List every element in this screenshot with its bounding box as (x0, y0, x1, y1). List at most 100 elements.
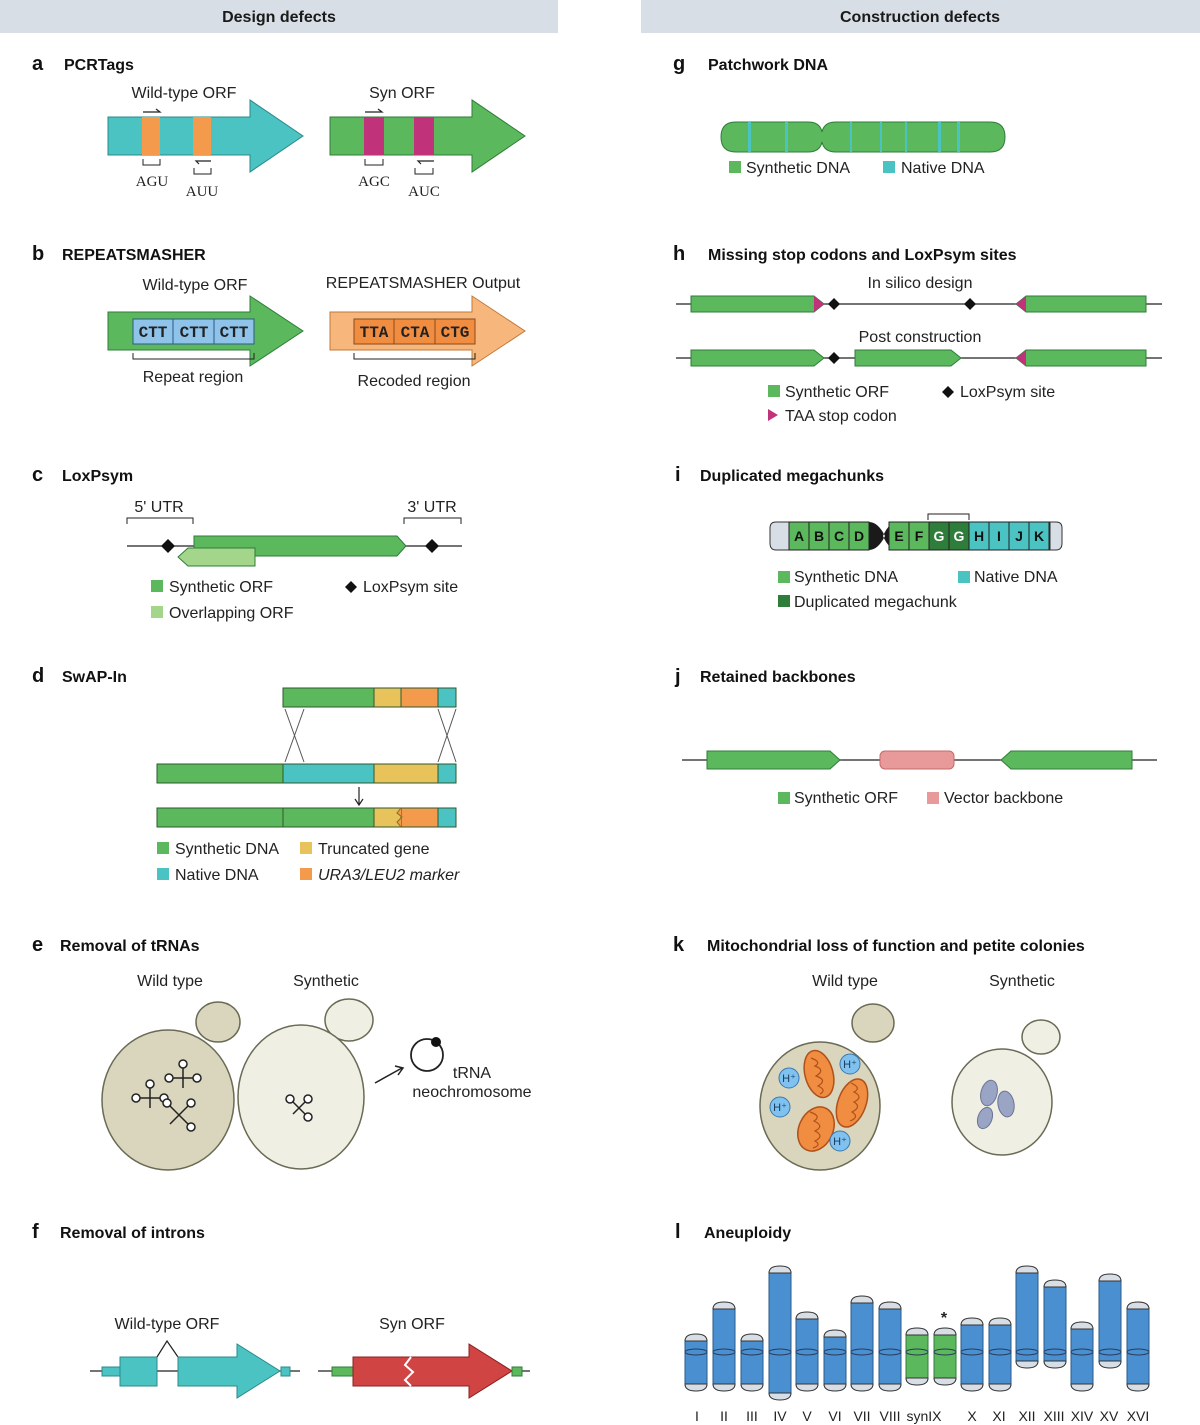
l-label-XII: XII (1018, 1408, 1035, 1424)
l-label-II: II (720, 1408, 728, 1424)
h-post-label: Post construction (859, 329, 982, 346)
header-right-bg (641, 0, 1200, 33)
i-chunk-label-7: G (954, 528, 965, 544)
h-row2-orf-2 (854, 349, 962, 367)
d-legend-trunc: Truncated gene (318, 841, 430, 858)
h-row1-stop-1 (814, 296, 824, 312)
g-legend-native: Native DNA (901, 160, 985, 177)
k-mito-1 (803, 1049, 835, 1099)
g-legend-syn-swatch (729, 161, 741, 173)
a-primer-rev-1 (194, 160, 211, 165)
l-chromosome-II (712, 1301, 736, 1392)
l-label-III: III (746, 1408, 758, 1424)
g-native-patch-1 (748, 122, 751, 152)
a-codon-agu: AGU (136, 174, 169, 190)
l-chromosome-X (960, 1317, 984, 1392)
d-legend-marker-swatch (300, 868, 312, 880)
b-repeat-codon-3: CTT (220, 324, 249, 342)
e-arrow-to-neochromosome (374, 1065, 405, 1084)
h-in-silico-label: In silico design (868, 275, 973, 292)
panel-i-title: Duplicated megachunks (700, 468, 884, 485)
l-label-VIII: VIII (879, 1408, 900, 1424)
j-legend-syn: Synthetic ORF (794, 790, 898, 807)
k-wild-type-label: Wild type (812, 973, 878, 990)
h-row2-orf-1 (690, 349, 825, 367)
l-chromosome-IV (768, 1265, 792, 1401)
h-legend-syn-swatch (768, 385, 780, 397)
k-syn-mito-2 (997, 1090, 1015, 1118)
panel-h-label: h (673, 243, 685, 265)
c-legend-overlap: Overlapping ORF (169, 605, 294, 622)
c-loxpsym-site-1 (161, 539, 175, 553)
j-orf-2 (1000, 750, 1133, 770)
h-row2-orf-3 (1015, 349, 1147, 367)
c-legend-syn-swatch (151, 580, 163, 592)
c-legend-lox: LoxPsym site (363, 579, 458, 596)
k-proton-3-label: H⁺ (773, 1102, 787, 1114)
h-legend-stop: TAA stop codon (785, 408, 897, 425)
f-wt-exon-2 (177, 1343, 281, 1399)
i-chunk-label-1: B (814, 528, 824, 544)
a-bracket-1 (142, 159, 161, 166)
l-label-XIII: XIII (1043, 1408, 1064, 1424)
i-chunk-label-8: H (974, 528, 984, 544)
i-chunk-3 (848, 521, 870, 551)
panel-f-title: Removal of introns (60, 1225, 205, 1242)
panel-e: e Removal of tRNAs Wild type Synthetic (32, 934, 532, 1171)
c-utr5-bracket (126, 517, 194, 524)
l-label-VI: VI (828, 1408, 841, 1424)
l-label-XIV: XIV (1071, 1408, 1094, 1424)
e-trna-label: tRNA (453, 1065, 492, 1082)
panel-g-title: Patchwork DNA (708, 57, 828, 74)
g-native-patch-7 (957, 122, 960, 152)
f-wt-orf-label: Wild-type ORF (115, 1316, 220, 1333)
a-codon-auu: AUU (186, 184, 219, 200)
panel-c-title: LoxPsym (62, 468, 133, 485)
i-legend-native: Native DNA (974, 569, 1058, 586)
i-chunk-label-4: E (894, 528, 903, 544)
l-chromosome-XV (1098, 1273, 1122, 1369)
l-label-XVI: XVI (1127, 1408, 1150, 1424)
a-bracket-4 (414, 168, 434, 175)
d-mid-trunc (373, 763, 439, 784)
i-chunk-label-6: G (934, 528, 945, 544)
j-legend-vector: Vector backbone (944, 790, 1063, 807)
j-orf-1 (706, 750, 841, 770)
c-utr3-label: 3' UTR (407, 499, 456, 516)
f-syn-utr5 (331, 1366, 354, 1377)
k-synthetic-label: Synthetic (989, 973, 1055, 990)
i-legend-syn-swatch (778, 571, 790, 583)
f-syn-break-mark (403, 1356, 415, 1387)
c-loxpsym-site-2 (425, 539, 439, 553)
d-break-mark (396, 807, 403, 828)
b-output-label: REPEATSMASHER Output (326, 275, 521, 292)
b-recoded-region-label: Recoded region (358, 373, 471, 390)
e-neochromosome-ring (410, 1038, 444, 1072)
panel-b-title: REPEATSMASHER (62, 247, 206, 264)
i-chunk-11 (1028, 521, 1050, 551)
panel-e-label: e (32, 934, 43, 956)
b-repeat-bracket (132, 353, 255, 360)
c-legend-syn: Synthetic ORF (169, 579, 273, 596)
panel-h-title: Missing stop codons and LoxPsym sites (708, 247, 1017, 264)
c-legend-overlap-swatch (151, 606, 163, 618)
d-mid-native-2 (437, 763, 457, 784)
e-wt-bud (195, 1001, 241, 1043)
f-syn-orf-arrow (352, 1343, 513, 1399)
h-legend-stop-icon (768, 409, 778, 421)
panel-h: h Missing stop codons and LoxPsym sites … (673, 243, 1162, 425)
i-chunk-label-3: D (854, 528, 864, 544)
l-label-IV: IV (773, 1408, 787, 1424)
e-trna-icon-1 (131, 1079, 169, 1108)
a-syn-orf-label: Syn ORF (369, 85, 435, 102)
i-chunk-label-2: C (834, 528, 844, 544)
f-wt-intron (156, 1339, 179, 1358)
d-legend-marker: URA3/LEU2 marker (318, 867, 460, 884)
b-repeat-box (132, 318, 255, 345)
l-chromosome-synIX (905, 1327, 929, 1386)
g-native-patch-5 (905, 122, 907, 152)
d-top-syn (282, 687, 375, 708)
h-row1-stop-2 (1016, 296, 1026, 312)
